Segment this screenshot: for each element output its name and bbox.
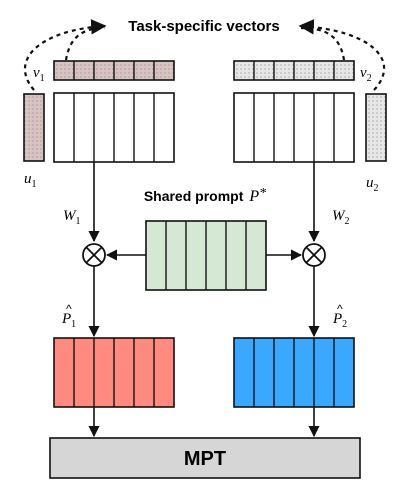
task-vectors-title: Task-specific vectors xyxy=(128,18,279,35)
p2-matrix xyxy=(233,337,355,408)
p1-label: P1 xyxy=(61,311,76,330)
multiply-operator-right xyxy=(302,243,326,267)
multiply-operator-left xyxy=(82,243,106,267)
dotted-arrow-v2 xyxy=(299,26,346,61)
v2-label: v2 xyxy=(360,65,372,84)
p1-hat-accent: ^ xyxy=(66,302,72,316)
u1-label: u1 xyxy=(24,171,37,190)
w2-label: W2 xyxy=(332,208,350,227)
mpt-label: MPT xyxy=(184,448,226,470)
u1-vector xyxy=(23,93,45,162)
p2-label: P2 xyxy=(332,311,347,330)
shared-prompt-matrix xyxy=(145,220,267,291)
p2-hat-accent: ^ xyxy=(337,302,343,316)
u2-label: u2 xyxy=(366,175,379,194)
u2-vector xyxy=(365,93,387,162)
w1-matrix xyxy=(53,92,175,163)
v2-vector xyxy=(233,60,355,81)
w1-label: W1 xyxy=(63,208,81,227)
v1-vector xyxy=(53,60,175,81)
w2-matrix xyxy=(233,92,355,163)
v1-label: v1 xyxy=(33,65,45,84)
p1-matrix xyxy=(53,337,175,408)
mpt-box xyxy=(49,437,361,479)
dotted-arrow-v1 xyxy=(64,26,106,61)
